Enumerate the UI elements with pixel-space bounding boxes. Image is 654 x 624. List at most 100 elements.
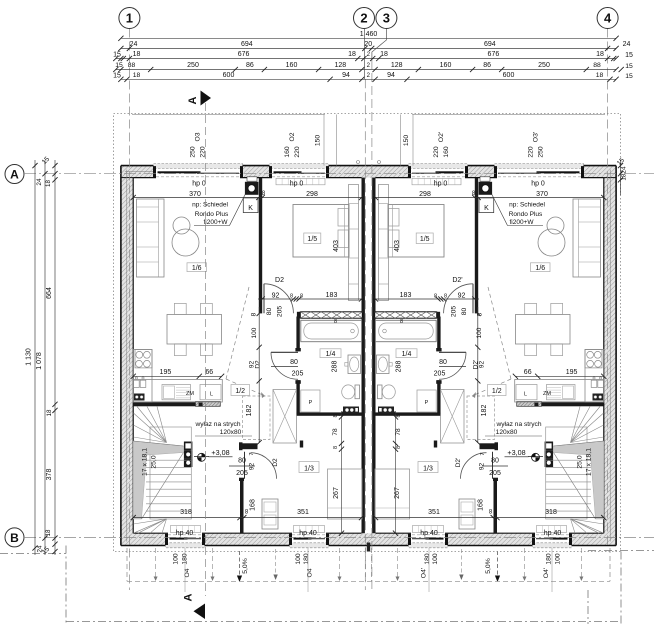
svg-text:8: 8: [245, 510, 249, 516]
svg-text:Rondo Plus: Rondo Plus: [195, 211, 229, 218]
svg-text:80: 80: [461, 308, 468, 316]
svg-text:18: 18: [380, 51, 388, 58]
svg-text:2: 2: [367, 52, 371, 58]
svg-text:8: 8: [472, 191, 476, 197]
svg-text:18: 18: [46, 409, 53, 416]
svg-text:15: 15: [41, 546, 51, 556]
svg-text:128: 128: [334, 62, 346, 69]
svg-text:hp 40: hp 40: [420, 530, 438, 537]
svg-text:1/2: 1/2: [235, 388, 245, 395]
svg-text:92: 92: [272, 293, 280, 300]
svg-text:160: 160: [443, 146, 450, 158]
svg-text:205: 205: [292, 371, 304, 378]
svg-text:18: 18: [596, 51, 604, 58]
svg-text:O2: O2: [289, 132, 296, 141]
svg-text:120x80: 120x80: [496, 429, 518, 436]
svg-text:298: 298: [306, 191, 318, 198]
svg-text:88: 88: [593, 62, 601, 69]
svg-text:Rondo Plus: Rondo Plus: [509, 211, 543, 218]
svg-text:80: 80: [266, 308, 273, 316]
svg-text:O4': O4': [543, 568, 550, 578]
svg-text:24: 24: [621, 166, 628, 174]
svg-text:205: 205: [277, 306, 284, 318]
svg-text:8: 8: [489, 510, 493, 516]
svg-text:80: 80: [491, 458, 499, 465]
svg-text:17 x 18,1: 17 x 18,1: [586, 448, 593, 476]
svg-text:1/2: 1/2: [492, 388, 502, 395]
svg-text:fi200+W: fi200+W: [509, 219, 534, 226]
svg-text:195: 195: [566, 369, 578, 376]
svg-text:hp 0: hp 0: [531, 180, 545, 187]
svg-text:B: B: [10, 531, 19, 545]
svg-text:18: 18: [45, 180, 52, 187]
svg-text:168: 168: [250, 499, 257, 511]
svg-text:D2: D2: [255, 360, 262, 369]
svg-text:8: 8: [333, 414, 339, 417]
svg-text:80: 80: [290, 359, 298, 366]
svg-text:182: 182: [481, 405, 488, 417]
svg-text:A: A: [187, 96, 199, 104]
svg-text:8: 8: [251, 312, 258, 316]
svg-text:378: 378: [46, 469, 53, 481]
svg-text:2: 2: [360, 11, 367, 26]
svg-text:180: 180: [546, 553, 553, 565]
svg-text:92: 92: [479, 463, 486, 471]
svg-text:15: 15: [113, 73, 121, 80]
svg-text:250: 250: [538, 62, 550, 69]
svg-text:O3: O3: [195, 132, 202, 141]
svg-text:94: 94: [387, 72, 395, 79]
svg-text:7: 7: [249, 452, 255, 455]
svg-text:17 x 18,1: 17 x 18,1: [142, 448, 149, 476]
svg-text:182: 182: [246, 405, 253, 417]
svg-text:100: 100: [555, 553, 562, 565]
svg-text:351: 351: [428, 509, 440, 516]
svg-text:100: 100: [251, 327, 258, 338]
svg-text:K: K: [248, 205, 253, 212]
svg-text:1 130: 1 130: [26, 348, 33, 366]
svg-text:92: 92: [479, 361, 486, 369]
svg-text:ZM: ZM: [186, 391, 194, 397]
svg-text:1 078: 1 078: [36, 352, 43, 370]
svg-text:8: 8: [396, 414, 402, 417]
svg-text:403: 403: [333, 240, 340, 252]
svg-text:370: 370: [536, 191, 548, 198]
svg-text:694: 694: [241, 41, 253, 48]
svg-text:1/3: 1/3: [423, 465, 433, 472]
svg-text:600: 600: [503, 72, 515, 79]
svg-text:80: 80: [238, 458, 246, 465]
svg-text:676: 676: [488, 51, 500, 58]
svg-text:18: 18: [133, 72, 141, 79]
svg-text:676: 676: [238, 51, 250, 58]
svg-text:wyłaz na strych: wyłaz na strych: [495, 421, 541, 428]
svg-text:220: 220: [528, 146, 535, 158]
svg-text:18: 18: [133, 51, 141, 58]
svg-text:205: 205: [451, 306, 458, 318]
svg-text:hp 0: hp 0: [434, 180, 448, 187]
svg-text:1/6: 1/6: [535, 265, 545, 272]
svg-text:205: 205: [489, 470, 501, 477]
svg-text:288: 288: [396, 361, 403, 373]
svg-text:4: 4: [604, 11, 612, 26]
svg-text:15: 15: [115, 62, 123, 69]
svg-text:L: L: [524, 392, 527, 398]
svg-text:1/3: 1/3: [304, 465, 314, 472]
svg-text:128: 128: [391, 62, 403, 69]
svg-text:267: 267: [333, 487, 340, 499]
svg-text:150: 150: [403, 135, 410, 147]
svg-text:160: 160: [286, 62, 298, 69]
svg-text:88: 88: [128, 62, 136, 69]
svg-text:P: P: [309, 400, 313, 406]
svg-text:24: 24: [37, 545, 44, 552]
svg-text:100: 100: [295, 553, 302, 565]
svg-text:180: 180: [303, 553, 310, 565]
svg-text:150: 150: [315, 135, 322, 147]
svg-text:220: 220: [200, 146, 207, 158]
svg-text:8: 8: [477, 312, 484, 316]
svg-text:267: 267: [394, 487, 401, 499]
svg-text:86: 86: [246, 62, 254, 69]
svg-text:8: 8: [434, 294, 437, 300]
svg-text:298: 298: [419, 191, 431, 198]
svg-text:15: 15: [625, 73, 633, 80]
svg-text:K: K: [484, 205, 489, 212]
svg-text:318: 318: [545, 509, 557, 516]
